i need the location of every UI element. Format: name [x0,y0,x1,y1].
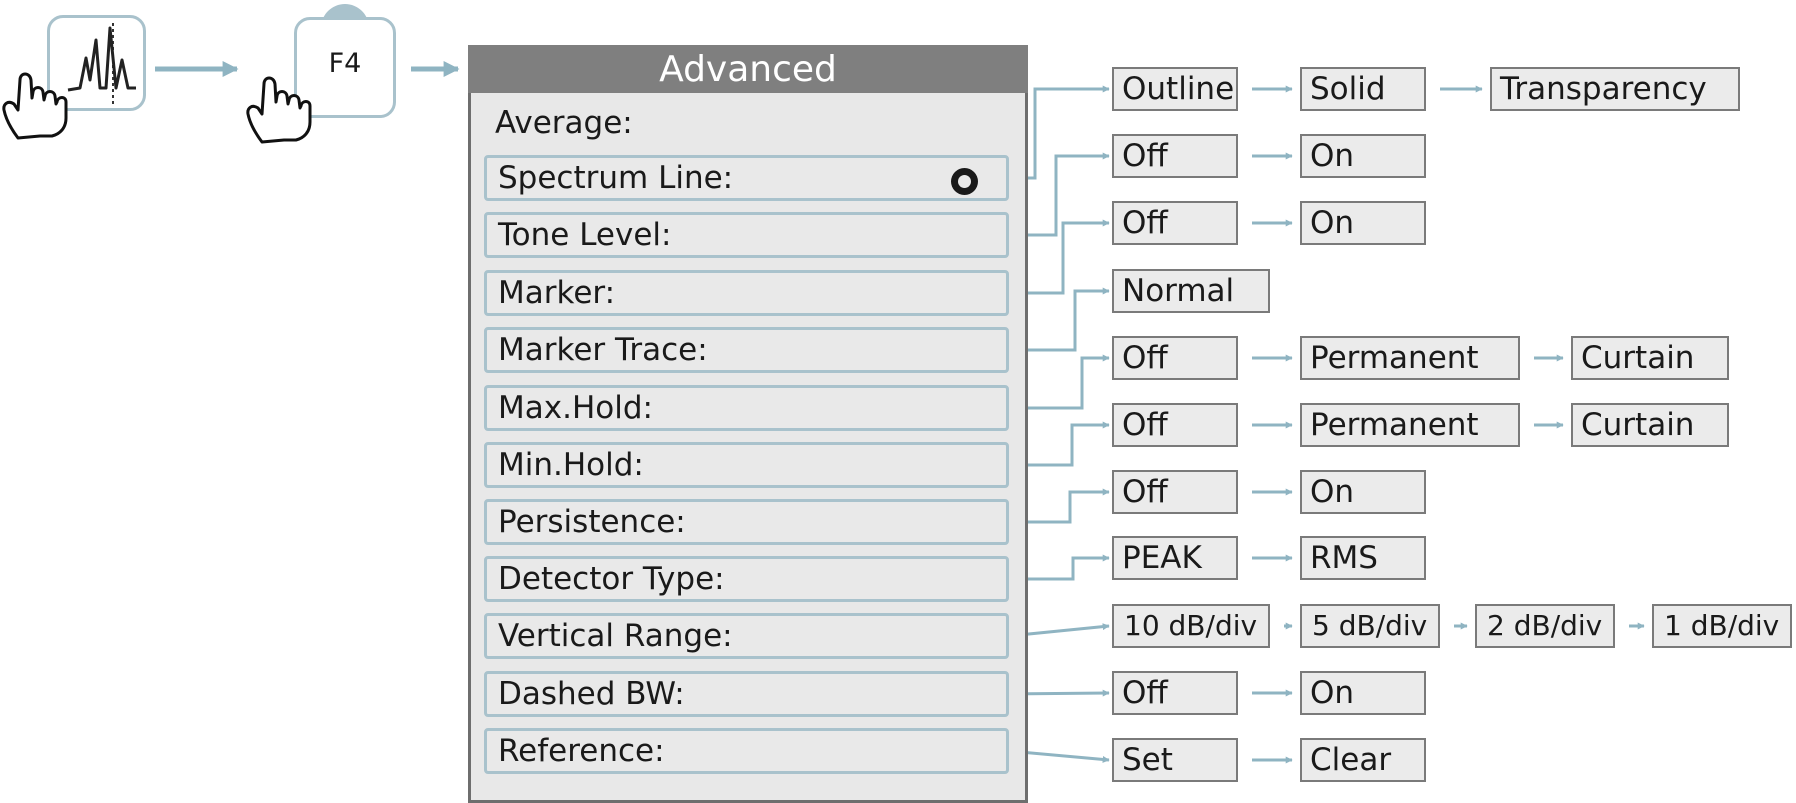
option-box[interactable]: On [1300,134,1426,178]
menu-item-persistence[interactable]: Persistence: [484,499,1009,545]
menu-item-vertical-range[interactable]: Vertical Range: [484,613,1009,659]
option-box[interactable]: 1 dB/div [1652,604,1792,648]
option-box[interactable]: Off [1112,403,1238,447]
menu-item-spectrum-line[interactable]: Spectrum Line: [484,155,1009,201]
option-box[interactable]: RMS [1300,536,1426,580]
menu-item-dashed-bw[interactable]: Dashed BW: [484,671,1009,717]
menu-item-label: Dashed BW: [498,676,685,712]
menu-item-min-hold[interactable]: Min.Hold: [484,442,1009,488]
option-box[interactable]: Off [1112,201,1238,245]
menu-connector [1009,554,1110,581]
option-box[interactable]: Off [1112,671,1238,715]
option-box[interactable]: Outline [1112,67,1238,111]
menu-item-marker-trace[interactable]: Marker Trace: [484,327,1009,373]
option-box[interactable]: PEAK [1112,536,1238,580]
menu-item-label: Vertical Range: [498,618,733,654]
menu-connector [1009,354,1110,410]
menu-connector [1009,488,1110,524]
option-box[interactable]: Curtain [1571,336,1729,380]
radio-icon [951,168,978,195]
spectrum-key-icon[interactable] [47,15,146,111]
option-box[interactable]: Set [1112,738,1238,782]
menu-item-label: Reference: [498,733,665,769]
option-box[interactable]: 10 dB/div [1112,604,1270,648]
hand-icon [246,76,312,144]
menu-connector [1009,287,1110,352]
menu-connector [1009,421,1110,467]
option-box[interactable]: Permanent [1300,403,1520,447]
spectrum-icon [67,23,136,106]
menu-item-label: Persistence: [498,504,686,540]
menu-item-label: Tone Level: [498,217,672,253]
menu-item-reference[interactable]: Reference: [484,728,1009,774]
option-box[interactable]: Transparency [1490,67,1740,111]
option-box[interactable]: 2 dB/div [1475,604,1615,648]
option-box[interactable]: On [1300,470,1426,514]
option-box[interactable]: On [1300,201,1426,245]
option-box[interactable]: Clear [1300,738,1426,782]
menu-item-max-hold[interactable]: Max.Hold: [484,385,1009,431]
option-box[interactable]: Solid [1300,67,1426,111]
menu-item-detector-type[interactable]: Detector Type: [484,556,1009,602]
hand-icon [2,72,68,140]
menu-item-label: Max.Hold: [498,390,653,426]
menu-title: Advanced [468,45,1028,93]
option-connectors [1008,85,1645,764]
f4-key-icon[interactable] [294,17,396,118]
option-box[interactable]: Off [1112,336,1238,380]
menu-item-label: Marker: [498,275,616,311]
option-box[interactable]: Off [1112,470,1238,514]
option-box[interactable]: Normal [1112,269,1270,313]
menu-item-tone-level[interactable]: Tone Level: [484,212,1009,258]
option-box[interactable]: On [1300,671,1426,715]
menu-item-marker[interactable]: Marker: [484,270,1009,316]
menu-connector [1009,152,1110,237]
f4-key-label: F4 [328,48,362,79]
menu-connector [1009,219,1110,295]
menu-item-label: Min.Hold: [498,447,644,483]
option-box[interactable]: 5 dB/div [1300,604,1440,648]
option-box[interactable]: Permanent [1300,336,1520,380]
menu-item-label: Marker Trace: [498,332,708,368]
option-box[interactable]: Curtain [1571,403,1729,447]
menu-heading-average: Average: [495,105,633,141]
menu-item-label: Detector Type: [498,561,725,597]
menu-item-label: Spectrum Line: [498,160,734,196]
option-box[interactable]: Off [1112,134,1238,178]
